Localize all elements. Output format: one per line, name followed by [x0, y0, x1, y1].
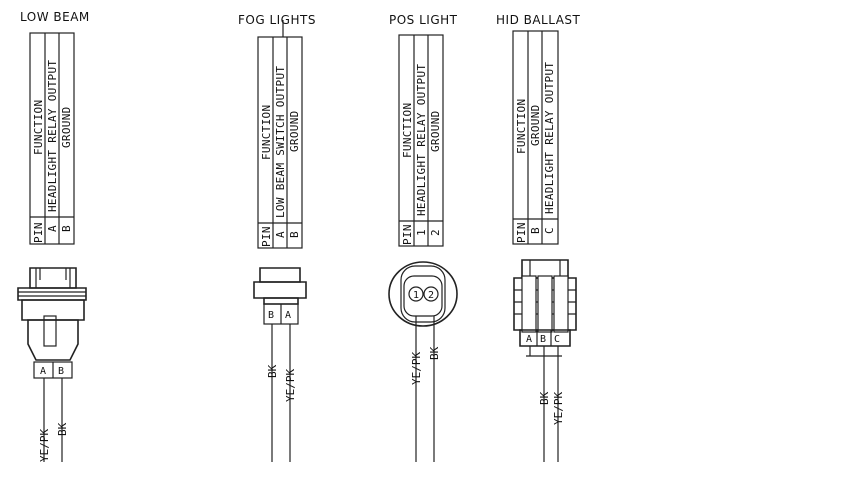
fog-lights-function-header: FUNCTION — [260, 105, 273, 160]
pos-light-connector: POS LIGHT PIN FUNCTION 1 HEADLIGHT RELAY… — [388, 13, 458, 462]
fog-lights-row-function: GROUND — [288, 110, 301, 152]
hid-ballast-pin-header: PIN — [515, 222, 528, 243]
low-beam-pin-a-label: A — [40, 366, 46, 377]
low-beam-title: LOW BEAM — [20, 10, 90, 24]
low-beam-wire-ye-pk: YE/PK — [38, 429, 51, 462]
hid-ballast-pin-c-label: C — [554, 334, 560, 345]
pos-light-row-pin: 1 — [415, 229, 428, 236]
low-beam-pin-table: PIN FUNCTION A HEADLIGHT RELAY OUTPUT B … — [29, 32, 75, 245]
fog-lights-row-pin: A — [274, 231, 287, 238]
pos-light-wire-bk: BK — [428, 346, 441, 360]
hid-ballast-title: HID BALLAST — [496, 13, 581, 27]
hid-ballast-connector-drawing: A B C BK YE/PK — [513, 259, 577, 462]
low-beam-function-header: FUNCTION — [32, 100, 45, 155]
low-beam-pin-header: PIN — [32, 222, 45, 243]
fog-lights-row-function: LOW BEAM SWITCH OUTPUT — [274, 66, 287, 218]
pos-light-pin-2-label: 2 — [428, 290, 434, 301]
fog-lights-wire-bk: BK — [266, 364, 279, 378]
fog-lights-pin-a-label: A — [285, 310, 291, 321]
low-beam-row-pin: B — [60, 225, 73, 232]
fog-lights-connector-drawing: B A BK YE/PK — [253, 267, 307, 462]
low-beam-pin-b-label: B — [58, 366, 64, 377]
fog-lights-row-pin: B — [288, 231, 301, 238]
hid-ballast-pin-b-label: B — [540, 334, 546, 345]
fog-lights-connector: FOG LIGHTS PIN FUNCTION A LOW BEAM SWITC… — [238, 13, 316, 462]
pos-light-title: POS LIGHT — [389, 13, 458, 27]
hid-ballast-pin-table: PIN FUNCTION B GROUND C HEADLIGHT RELAY … — [512, 30, 559, 245]
fog-lights-pin-b-label: B — [268, 310, 274, 321]
hid-ballast-row-function: HEADLIGHT RELAY OUTPUT — [543, 62, 556, 214]
pos-light-row-function: HEADLIGHT RELAY OUTPUT — [415, 64, 428, 216]
pos-light-connector-drawing: 1 2 YE/PK BK — [388, 261, 458, 462]
low-beam-row-function: HEADLIGHT RELAY OUTPUT — [46, 60, 59, 212]
hid-ballast-row-function: GROUND — [529, 104, 542, 146]
hid-ballast-function-header: FUNCTION — [515, 99, 528, 154]
hid-ballast-wire-bk: BK — [538, 391, 551, 405]
pos-light-row-function: GROUND — [429, 110, 442, 152]
low-beam-row-function: GROUND — [60, 106, 73, 148]
fog-lights-pin-header: PIN — [260, 226, 273, 247]
hid-ballast-wire-ye-pk: YE/PK — [552, 392, 565, 425]
pos-light-function-header: FUNCTION — [401, 103, 414, 158]
hid-ballast-row-pin: C — [543, 227, 556, 234]
pos-light-wire-ye-pk: YE/PK — [410, 352, 423, 385]
pos-light-pin-table: PIN FUNCTION 1 HEADLIGHT RELAY OUTPUT 2 … — [398, 34, 444, 247]
pos-light-pin-header: PIN — [401, 224, 414, 245]
low-beam-wire-bk: BK — [56, 422, 69, 436]
hid-ballast-connector: HID BALLAST PIN FUNCTION B GROUND C HEAD… — [496, 13, 581, 462]
hid-ballast-row-pin: B — [529, 227, 542, 234]
fog-lights-title: FOG LIGHTS — [238, 13, 316, 27]
hid-ballast-pin-a-label: A — [526, 334, 532, 345]
low-beam-connector-drawing: A B YE/PK BK — [17, 267, 87, 462]
pos-light-pin-1-label: 1 — [413, 290, 419, 301]
pos-light-row-pin: 2 — [429, 229, 442, 236]
low-beam-connector: LOW BEAM PIN FUNCTION A HEADLIGHT RELAY … — [17, 10, 90, 462]
fog-lights-pin-table: PIN FUNCTION A LOW BEAM SWITCH OUTPUT B … — [257, 20, 303, 249]
fog-lights-wire-ye-pk: YE/PK — [284, 369, 297, 402]
low-beam-row-pin: A — [46, 225, 59, 232]
